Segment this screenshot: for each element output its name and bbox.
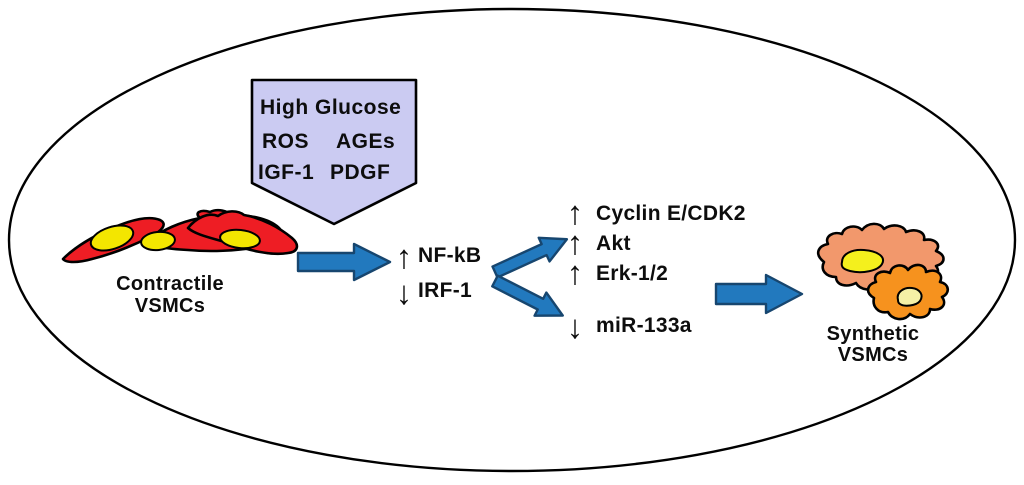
stimulus-banner: High Glucose ROS AGEs IGF-1 PDGF: [250, 78, 418, 226]
effector-label-mir133a: miR-133a: [596, 314, 692, 337]
arrow-contractile-to-mediators: [296, 242, 392, 282]
synthetic-nucleus-top: [840, 248, 884, 274]
arrow-effectors-to-synthetic: [714, 273, 804, 315]
up-arrow-icon: ↑: [567, 224, 584, 261]
stimulus-line3-right: PDGF: [330, 161, 390, 184]
up-arrow-icon: ↑: [567, 194, 584, 231]
contractile-nucleus-right: [219, 228, 261, 250]
synthetic-cells-illustration: [816, 222, 950, 321]
stimulus-line2-left: ROS: [262, 130, 309, 153]
stimulus-line3-left: IGF-1: [258, 161, 314, 184]
contractile-nucleus-left: [89, 224, 135, 252]
effectors-group: ↑ Cyclin E/CDK2 ↑ Akt ↑ Erk-1/2 ↓ miR-13…: [567, 194, 746, 345]
synthetic-label-line1: Synthetic: [827, 323, 920, 345]
mediator-label-irf1: IRF-1: [418, 279, 472, 302]
synthetic-nucleus-bottom: [896, 286, 923, 307]
contractile-cells-illustration: [61, 208, 299, 264]
effector-label-cyclin: Cyclin E/CDK2: [596, 202, 746, 225]
stimulus-line1: High Glucose: [260, 96, 401, 119]
down-arrow-icon: ↓: [396, 274, 413, 311]
contractile-label-line1: Contractile: [116, 273, 224, 295]
stimulus-line2-right: AGEs: [336, 130, 395, 153]
up-arrow-icon: ↑: [396, 238, 413, 275]
effector-label-akt: Akt: [596, 232, 631, 255]
effector-label-erk: Erk-1/2: [596, 262, 668, 285]
mediators-group: ↑ NF-kB ↓ IRF-1: [396, 238, 481, 311]
contractile-label-line2: VSMCs: [135, 295, 205, 317]
mediator-label-nfkb: NF-kB: [418, 244, 481, 267]
contractile-nucleus-middle: [140, 230, 176, 252]
synthetic-label-line2: VSMCs: [838, 344, 908, 366]
diagram-boundary-ellipse: [7, 7, 1017, 473]
arrow-fork-up: [491, 236, 569, 279]
up-arrow-icon: ↑: [567, 254, 584, 291]
down-arrow-icon: ↓: [567, 308, 584, 345]
arrow-fork-down: [491, 274, 564, 317]
stimulus-banner-shape: [250, 78, 418, 226]
